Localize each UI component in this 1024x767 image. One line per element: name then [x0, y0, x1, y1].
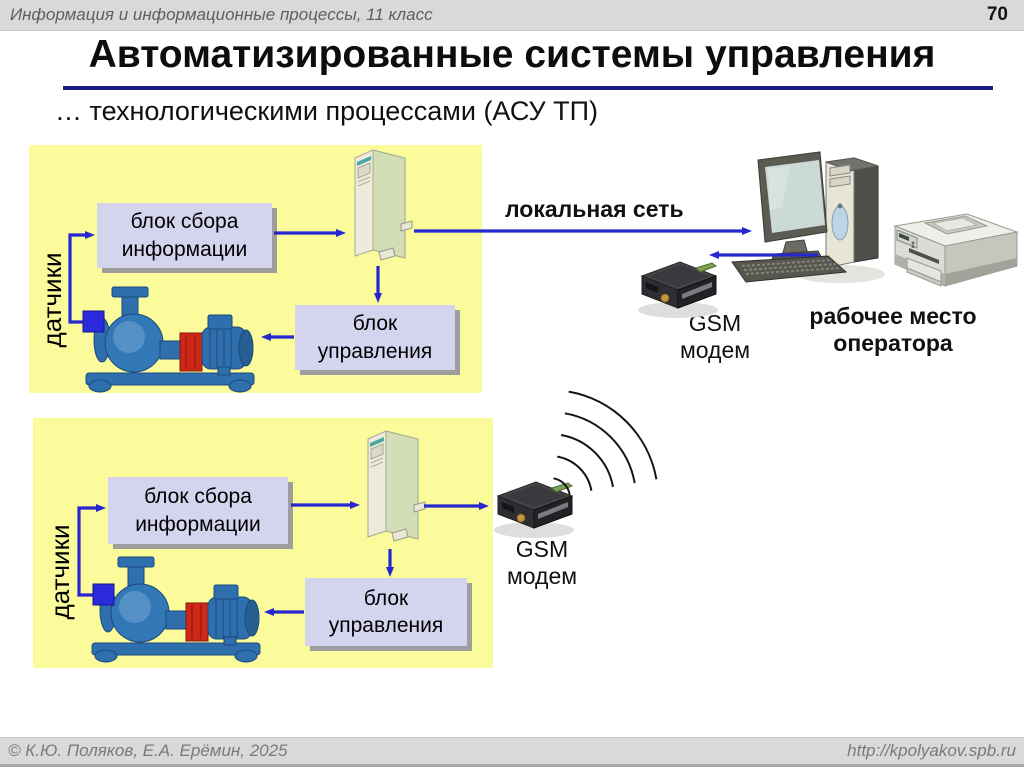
site-url: http://kpolyakov.spb.ru [847, 741, 1016, 760]
pump-image [85, 286, 255, 393]
pump-image [91, 556, 261, 663]
title-underline [63, 86, 993, 90]
printer-image [893, 213, 1019, 287]
gsm-modem-label-1: GSM модем [660, 310, 770, 364]
collect-block-2: блок сбора информации [108, 477, 288, 544]
operator-label: рабочее место оператора [788, 303, 998, 357]
gsm-modem-image [494, 481, 574, 538]
gsm-modem-label-2: GSM модем [487, 536, 597, 590]
operator-label-line1: рабочее место [809, 303, 977, 329]
gsm-modem-label-1-line2: модем [679, 337, 751, 364]
gsm-modem-image [638, 261, 718, 318]
copyright: © К.Ю. Поляков, Е.А. Ерёмин, 2025 [8, 741, 288, 760]
page-title: Автоматизированные системы управления [88, 33, 936, 76]
page-number: 70 [986, 4, 1008, 25]
control-block-1: блок управления [295, 305, 455, 370]
control-block-2: блок управления [305, 578, 467, 646]
lan-label: локальная сеть [505, 196, 684, 222]
server-image [354, 149, 413, 261]
sensors-label-2: датчики [45, 524, 75, 620]
sensors-label-1: датчики [37, 252, 67, 348]
header-bar: Информация и информационные процессы, 11… [0, 0, 1024, 31]
collect-block-1: блок сбора информации [97, 203, 272, 268]
gsm-modem-label-2-line1: GSM [515, 536, 569, 562]
operator-label-line2: оператора [833, 330, 953, 357]
course-title: Информация и информационные процессы, 11… [10, 5, 433, 24]
workstation-image [731, 151, 885, 283]
footer-bar: © К.Ю. Поляков, Е.А. Ерёмин, 2025 http:/… [0, 737, 1024, 767]
gsm-modem-label-2-line2: модем [506, 563, 578, 590]
subtitle: … технологическими процессами (АСУ ТП) [55, 96, 598, 126]
server-image [367, 430, 426, 542]
